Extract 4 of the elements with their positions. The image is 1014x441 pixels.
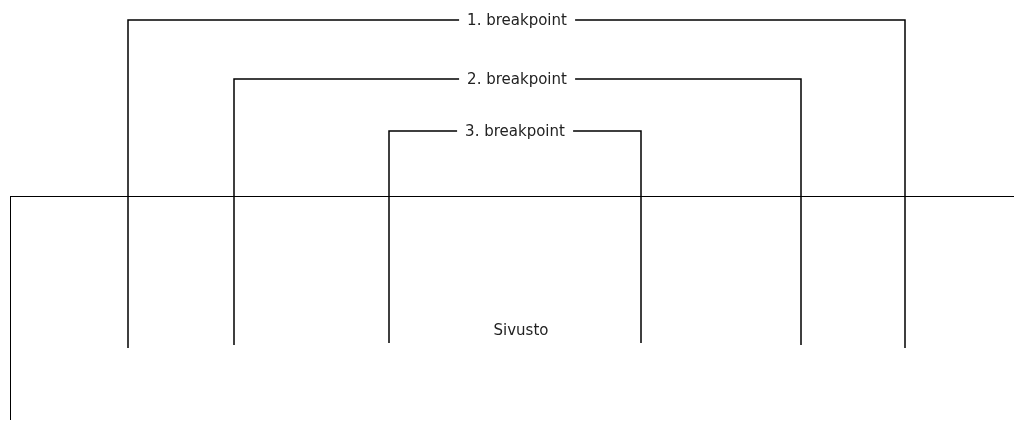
breakpoint-label: 1. breakpoint bbox=[459, 11, 575, 29]
site-area bbox=[10, 196, 1014, 420]
breakpoint-label: 2. breakpoint bbox=[459, 70, 575, 88]
breakpoint-label: 3. breakpoint bbox=[457, 122, 573, 140]
